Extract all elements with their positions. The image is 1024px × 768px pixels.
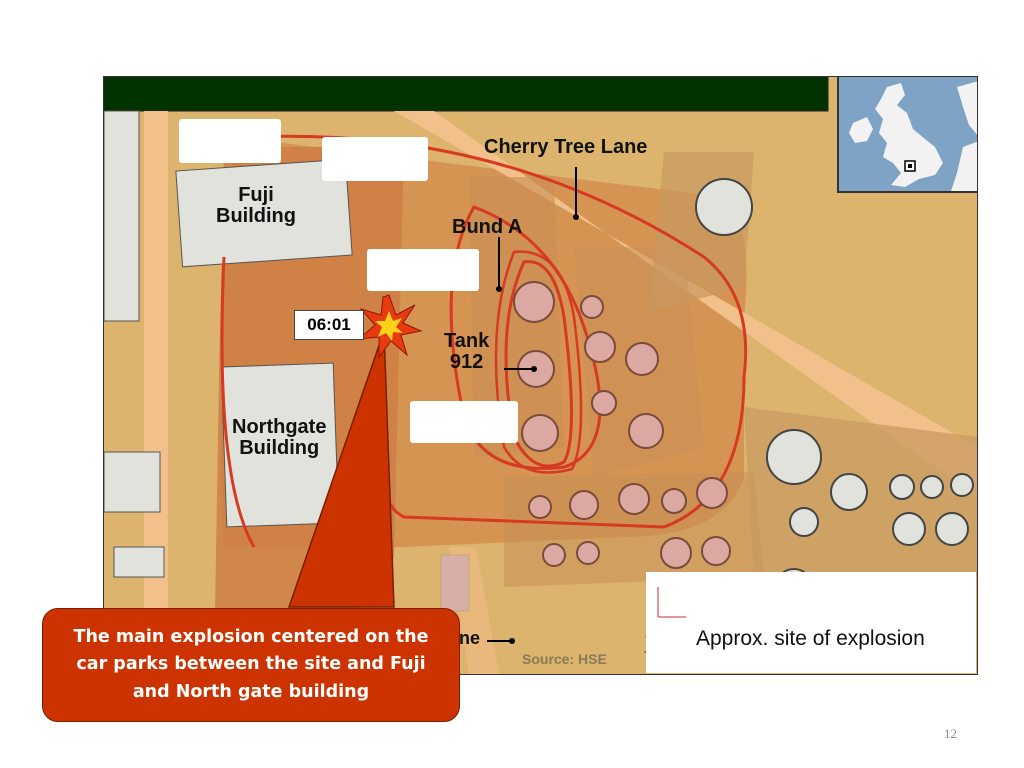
leader-dot [496,286,502,292]
hazard-outline-west [220,256,256,548]
label-bund-a: Bund A [452,216,523,238]
large-tank [935,512,969,546]
site-map: Cherry Tree Lane Fuji Building Bund A Ta… [103,76,978,675]
leader-dot [509,638,515,644]
label-lane-fragment: ne [459,628,481,648]
tank [660,537,692,569]
inner-outline-2 [494,250,583,474]
tank [618,483,650,515]
legend-line-sample [657,587,686,618]
uk-outline [849,81,977,191]
map-source: Source: HSE [522,651,607,667]
map-header-bar [104,77,829,112]
tank [584,331,616,363]
large-tank [889,474,915,500]
inner-outline-1 [504,260,573,468]
large-tanks [695,178,974,606]
leader-dot [531,366,537,372]
tanks [513,281,731,569]
west-road [144,111,168,674]
tank [576,541,600,565]
tank [569,490,599,520]
tank [628,413,664,449]
tank [696,477,728,509]
redacted-label [410,401,518,443]
tank [661,488,687,514]
label-time: 06:01 [294,310,364,340]
redacted-label [179,119,281,163]
large-tank [950,473,974,497]
building-west-2 [104,451,161,513]
building-west-3 [113,546,165,578]
tank [513,281,555,323]
large-tank [695,178,753,236]
map-graphic [104,77,977,674]
tank [528,495,552,519]
tank [591,390,617,416]
tank [701,536,731,566]
callout-pointer [287,330,395,608]
legend-explosion-label: Approx. site of explosion [696,627,925,650]
label-cherry-tree-lane: Cherry Tree Lane [484,136,648,158]
redacted-label [322,137,428,181]
large-tank [766,429,822,485]
hazard-outline-outer [253,134,748,529]
redacted-label [367,249,479,291]
page-number: 12 [944,726,957,741]
large-tank [830,473,868,511]
small-structure [440,554,470,612]
tank [625,342,659,376]
tank [580,295,604,319]
label-northgate-building: Northgate Building [232,416,327,459]
large-tank [892,512,926,546]
explosion-star-icon [357,294,423,359]
tank [521,414,559,452]
building-west-1 [104,110,140,322]
leader-dot [573,214,579,220]
label-fuji-building: Fuji Building [216,184,296,227]
fuji-building [175,158,353,268]
northgate-building [220,362,340,528]
large-tank [789,507,819,537]
uk-inset-map [837,77,977,193]
large-tank [920,475,944,499]
label-tank-912: Tank 912 [444,330,490,373]
explosion-callout: The main explosion centered on the car p… [42,608,460,722]
tank [542,543,566,567]
map-legend: Approx. site of explosion [646,572,976,673]
